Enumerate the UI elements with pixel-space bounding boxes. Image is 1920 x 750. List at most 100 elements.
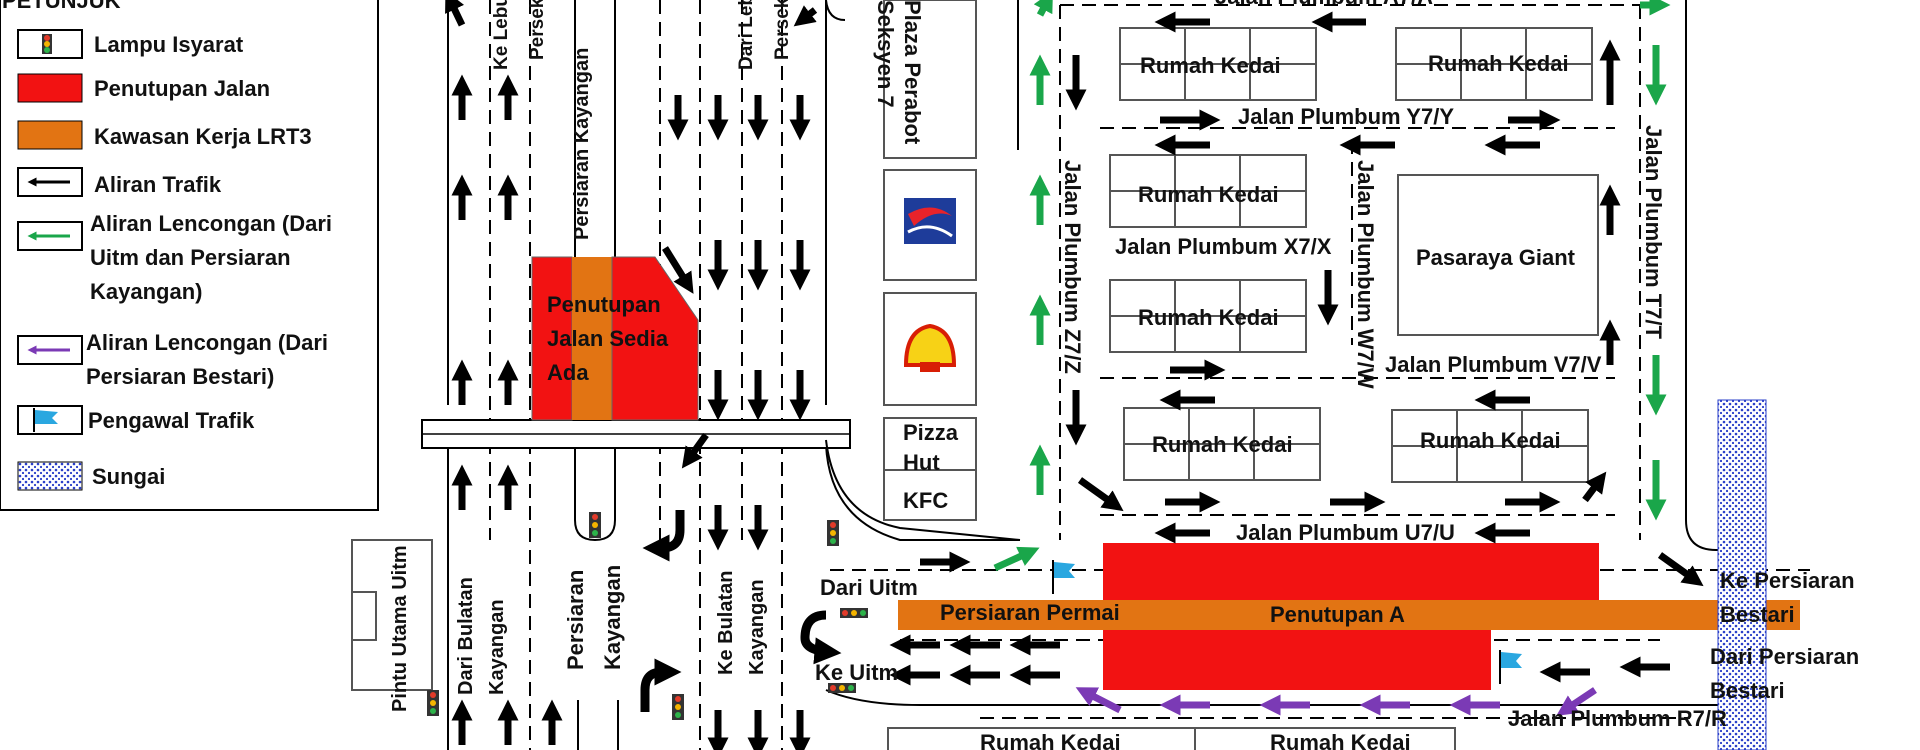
label-penutupan-sedia-ada-1: Penutupan: [547, 292, 661, 317]
traffic-light-icon: [589, 512, 601, 538]
label-rumah-kedai-7: Rumah Kedai: [980, 730, 1121, 750]
map-labels: Persiaran Kayangan Ke Lebu Persek Dari L…: [389, 0, 1859, 750]
label-penutupan-a: Penutupan A: [1270, 602, 1405, 627]
purple-flow-arrow: [1556, 687, 1597, 716]
label-jalan-plumbum-y7y: Jalan Plumbum Y7/Y: [1238, 104, 1454, 129]
label-jalan-plumbum-t7t: Jalan Plumbum T7/T: [1641, 125, 1666, 339]
closure-existing: [531, 256, 699, 421]
road-network: [421, 0, 1810, 750]
label-plaza-perabot-2: Seksyen 7: [873, 0, 898, 108]
label-persek-right: Persek: [772, 0, 793, 60]
flag-icon: [1499, 650, 1522, 684]
pasaraya-giant-building: [1397, 174, 1599, 336]
label-rumah-kedai-2: Rumah Kedai: [1428, 51, 1569, 76]
label-ke-uitm: Ke Uitm: [815, 660, 898, 685]
river-swatch: [17, 461, 83, 491]
label-rumah-kedai-1: Rumah Kedai: [1140, 53, 1281, 78]
label-persiaran-permai: Persiaran Permai: [940, 600, 1120, 625]
label-penutupan-sedia-ada-3: Ada: [547, 360, 589, 385]
label-ke-bulatan-1: Ke Bulatan: [715, 571, 737, 675]
label-rumah-kedai-5: Rumah Kedai: [1152, 432, 1293, 457]
label-dari-bulatan-1: Dari Bulatan: [455, 577, 477, 695]
label-hut: Hut: [903, 450, 940, 475]
traffic-light-icon: [828, 683, 856, 693]
label-kfc: KFC: [903, 488, 948, 513]
black-flow-arrow: [1657, 552, 1704, 587]
legend-title: PETUNJUK: [2, 0, 121, 13]
label-jalan-plumbum-v7v: Jalan Plumbum V7/V: [1385, 352, 1602, 377]
green-flow-arrow: [993, 546, 1040, 572]
shell-logo-icon: [903, 323, 957, 372]
black-flow-arrow: [662, 246, 694, 294]
black-flow-arrow: [793, 5, 818, 27]
purple-arrow-icon: [17, 335, 83, 365]
persiaran-permai-work-zone: [898, 600, 1800, 630]
legend-label-green-3: Kayangan): [90, 279, 202, 304]
shophouse-block-bottom-2: [1194, 727, 1456, 750]
river-area: [1717, 399, 1767, 750]
petronas-logo-icon: [904, 198, 956, 244]
legend-label-road-closure: Penutupan Jalan: [94, 76, 270, 101]
traffic-light-icon: [827, 520, 839, 546]
legend-label-lrt3: Kawasan Kerja LRT3: [94, 124, 312, 149]
legend-label-traffic-flow: Aliran Trafik: [94, 172, 222, 197]
lrt3-work-zone-swatch: [17, 120, 83, 150]
legend-label-flag: Pengawal Trafik: [88, 408, 255, 433]
black-flow-arrow: [1582, 471, 1607, 503]
label-rumah-kedai-8: Rumah Kedai: [1270, 730, 1411, 750]
legend-label-traffic-light: Lampu Isyarat: [94, 32, 244, 57]
legend-label-green-1: Aliran Lencongan (Dari: [90, 211, 332, 236]
label-jalan-plumbum-r7r: Jalan Plumbum R7/R: [1508, 706, 1727, 731]
flag-icon: [17, 405, 83, 435]
black-arrow-icon: [17, 167, 83, 197]
label-rumah-kedai-3: Rumah Kedai: [1138, 182, 1279, 207]
traffic-flow-arrows: [445, 0, 1704, 750]
traffic-light-icon: [672, 694, 684, 720]
legend-label-river: Sungai: [92, 464, 165, 489]
legend-label-purple-2: Persiaran Bestari): [86, 364, 274, 389]
label-pasaraya-giant: Pasaraya Giant: [1416, 245, 1576, 270]
legend-label-purple-1: Aliran Lencongan (Dari: [86, 330, 328, 355]
traffic-light-icon: [17, 29, 83, 59]
traffic-lights: [427, 512, 868, 720]
label-persiaran-kayangan-bottom-2: Kayangan: [600, 565, 625, 670]
plaza-perabot-building: [883, 0, 977, 159]
label-dari-bulatan-2: Kayangan: [486, 599, 508, 695]
label-penutupan-sedia-ada-2: Jalan Sedia: [547, 326, 669, 351]
traffic-wardens: [1052, 560, 1522, 684]
legend: PETUNJUK Lampu Isyarat Penutupan Jalan K…: [0, 0, 379, 511]
label-jalan-plumbum-x7x: Jalan Plumbum X7/X: [1115, 234, 1332, 259]
label-ke-lebuh: Ke Lebu: [491, 0, 512, 70]
label-persiaran-kayangan-top: Persiaran Kayangan: [571, 48, 593, 240]
label-pintu-utama-uitm: Pintu Utama Uitm: [389, 545, 411, 712]
u-turn-arrow: [642, 510, 685, 562]
label-dari-persiaran-bestari-1: Dari Persiaran: [1710, 644, 1859, 669]
traffic-light-icon: [840, 608, 868, 618]
label-dari-persiaran-bestari-2: Bestari: [1710, 678, 1785, 703]
label-plaza-perabot-1: Plaza Perabot: [900, 0, 925, 145]
closure-a: [1103, 543, 1599, 690]
label-rumah-kedai-6: Rumah Kedai: [1420, 428, 1561, 453]
label-persiaran-kayangan-bottom-1: Persiaran: [563, 570, 588, 670]
green-flow-arrow: [1033, 0, 1053, 17]
label-jalan-plumbum-z7z: Jalan Plumbum Z7/Z: [1060, 160, 1085, 374]
road-closure-swatch: [17, 73, 83, 103]
label-jalan-plumbum-w7w: Jalan Plumbum W7/W: [1353, 160, 1378, 389]
u-turn-arrow: [640, 658, 682, 712]
black-flow-arrow: [1077, 477, 1124, 512]
legend-label-green-2: Uitm dan Persiaran: [90, 245, 291, 270]
label-ke-bulatan-2: Kayangan: [746, 579, 768, 675]
u-turn-arrow: [800, 610, 842, 665]
purple-flow-arrow: [1075, 687, 1122, 714]
green-arrow-icon: [17, 221, 83, 251]
label-dari-uitm: Dari Uitm: [820, 575, 918, 600]
label-ke-persiaran-bestari-1: Ke Persiaran: [1720, 568, 1855, 593]
buildings: [351, 0, 1599, 750]
label-pizza: Pizza: [903, 420, 959, 445]
label-jalan-plumbum-u7u: Jalan Plumbum U7/U: [1236, 520, 1455, 545]
traffic-light-icon: [427, 690, 439, 716]
black-flow-arrow: [445, 0, 466, 27]
label-jalan-plumbum-top: Jalan Plumbum A7/A: [1215, 0, 1433, 9]
label-persek-left: Persek: [527, 0, 548, 60]
